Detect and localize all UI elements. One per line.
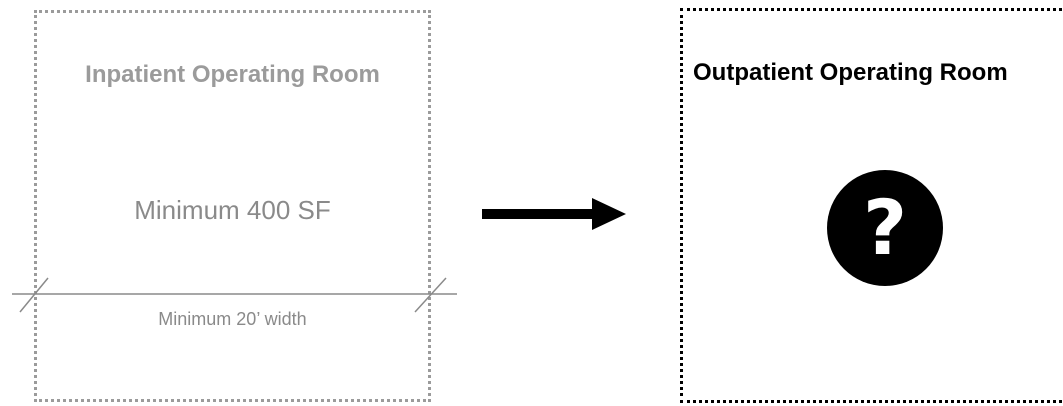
outpatient-room-box: Outpatient Operating Room ?: [680, 8, 1063, 403]
inpatient-room-title: Inpatient Operating Room: [85, 61, 380, 88]
dimension-tick-left: [19, 277, 49, 313]
inpatient-room-width-label: Minimum 20’ width: [158, 309, 307, 329]
question-mark-icon: ?: [827, 170, 943, 286]
dimension-tick-right: [414, 277, 447, 313]
right-arrow-icon: [482, 198, 626, 230]
outpatient-room-title: Outpatient Operating Room: [693, 59, 1008, 86]
inpatient-room-area-label: Minimum 400 SF: [134, 195, 331, 225]
inpatient-room-box: Inpatient Operating Room Minimum 400 SF …: [34, 10, 431, 402]
